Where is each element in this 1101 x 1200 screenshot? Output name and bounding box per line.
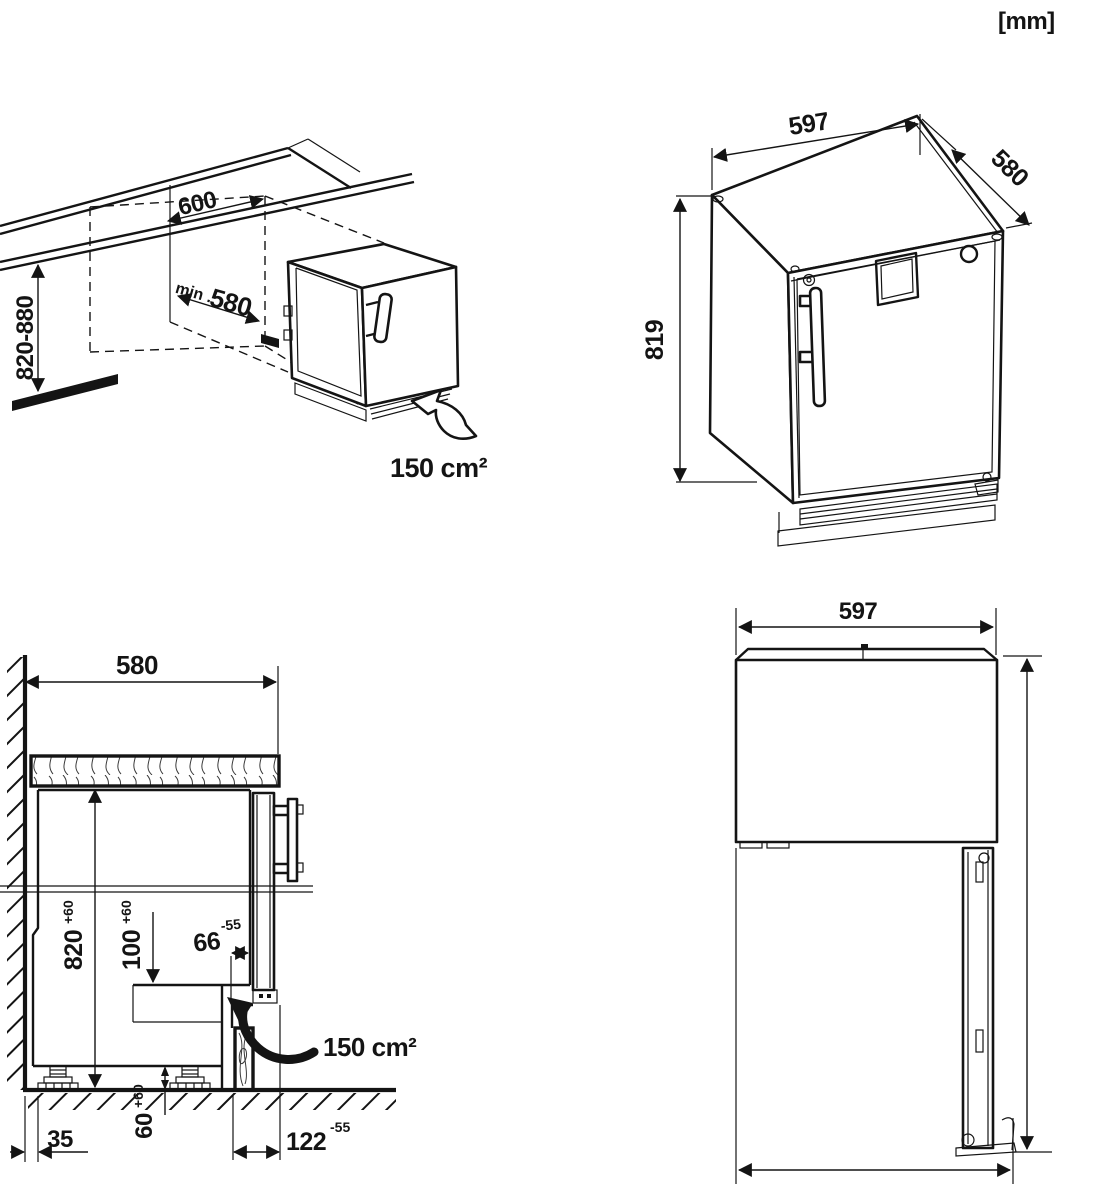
door-handle-isometric (798, 273, 827, 408)
dim-min-depth-label: 580 (207, 282, 256, 322)
worktop (29, 754, 281, 788)
dim-height-iso: 819 (641, 195, 757, 483)
adjustable-foot-right (169, 1065, 211, 1091)
dim-section-depth: 580 (24, 650, 279, 754)
vent-area-label: 150 cm² (390, 453, 488, 483)
door-section (251, 791, 304, 1004)
appliance-perspective (283, 242, 460, 422)
floor-hatch (28, 1093, 396, 1110)
dim-height-range-label: 820-880 (12, 296, 39, 381)
dim-122-tol: -55 (330, 1119, 350, 1135)
wall-hatch (7, 657, 24, 1090)
dim-66-tol: -55 (220, 916, 242, 934)
dim-width-label: 597 (787, 107, 831, 141)
dim-820-label: 820 (60, 930, 88, 970)
dim-35-label: 35 (47, 1126, 73, 1153)
niche-floor-mark (261, 334, 279, 348)
dim-60-tol: +60 (130, 1084, 146, 1108)
dim-60-label: 60 (131, 1113, 158, 1139)
dim-top-width: 597 (735, 598, 997, 655)
dim-width-iso: 597 (711, 107, 921, 190)
dim-820-tol: +60 (60, 900, 76, 924)
floor-strip (12, 374, 118, 411)
appliance-isometric (708, 114, 1005, 547)
lock-icon (959, 244, 979, 264)
dim-122-label: 122 (286, 1128, 326, 1156)
dim-min-prefix: min . (173, 280, 214, 307)
unit-label: [mm] (998, 8, 1055, 35)
isometric-panel: 597 580 819 (641, 107, 1034, 547)
vent-grille (777, 483, 998, 547)
dim-door-clearance: 66 -55 (192, 916, 250, 1002)
top-view-panel: 597 (734, 598, 1052, 1184)
display-panel (874, 251, 920, 307)
vent-area-label-section: 150 cm² (323, 1032, 417, 1062)
dim-100-label: 100 (118, 930, 146, 970)
dim-height-label: 819 (641, 320, 669, 360)
dim-66-label: 66 (192, 927, 222, 958)
door-handle (365, 292, 393, 344)
dim-section-depth-label: 580 (116, 650, 158, 680)
dim-wall-gap: 35 (10, 1096, 88, 1162)
dim-top-width-label: 597 (839, 598, 878, 625)
dim-recess-height: 100 +60 (118, 900, 160, 984)
dim-plinth-depth: 122 -55 (232, 1005, 350, 1160)
open-door-top-view (955, 846, 1017, 1157)
appliance-top-view (734, 644, 1017, 1157)
dim-niche-height: 820-880 (12, 263, 45, 393)
dim-base-height: 60 +60 (130, 1066, 169, 1139)
dim-niche-height-section: 820 +60 (60, 788, 102, 1089)
dim-100-tol: +60 (118, 900, 134, 924)
dim-min-depth: min . 580 (173, 280, 261, 324)
dim-depth-label: 580 (985, 144, 1033, 192)
airflow-arrow (227, 997, 319, 1064)
adjustable-foot-left (37, 1065, 79, 1091)
niche-perspective-panel: 600 min . 580 820-880 150 cm² (0, 138, 488, 483)
dim-bottom-width-unlabeled (735, 848, 1014, 1184)
section-panel: 150 cm² 580 820 +60 100 +60 66 (0, 650, 418, 1162)
vent-arrow-outline (410, 388, 478, 441)
dim-top-height-unlabeled (1003, 655, 1052, 1153)
